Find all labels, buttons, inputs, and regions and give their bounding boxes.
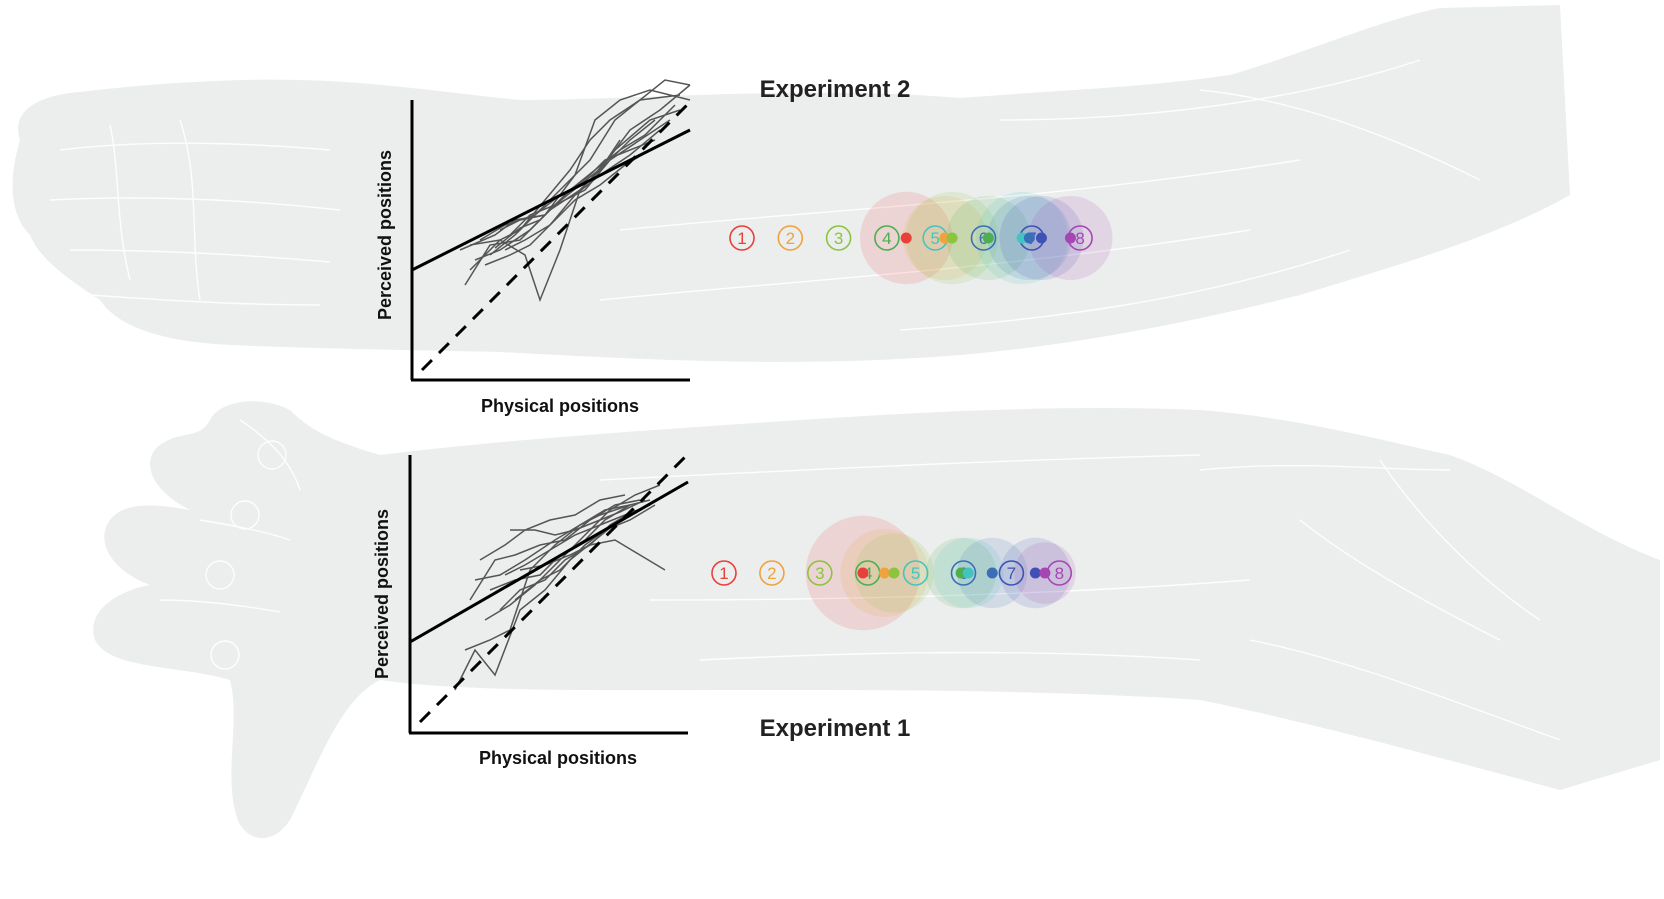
trace <box>489 79 691 256</box>
experiment-2-perceived-position-dots <box>900 232 1076 244</box>
perceived-position-dot-1 <box>857 567 869 579</box>
bottom-arm-silhouette <box>93 401 1661 839</box>
experiment-1-y-axis-label: Perceived positions <box>372 509 392 679</box>
physical-position-ring-1 <box>729 225 755 251</box>
physical-position-ring-1 <box>711 560 737 586</box>
perceived-position-dot-5 <box>962 567 974 579</box>
physical-position-number-2: 2 <box>767 564 776 583</box>
trace <box>484 129 661 266</box>
experiment-2-stimulus-markers: 12345678 <box>729 191 1113 285</box>
experiment-2-title: Experiment 2 <box>760 76 911 103</box>
experiment-1-perceived-position-dots <box>857 567 1051 579</box>
experiment-1-identity-line <box>418 450 692 724</box>
trace <box>510 499 646 536</box>
trace <box>499 509 636 611</box>
physical-position-number-2: 2 <box>786 229 795 248</box>
experiment-2-plot: Physical positions Perceived positions <box>375 79 694 416</box>
perceived-position-dot-1 <box>900 232 912 244</box>
perceived-position-dot-7 <box>1029 567 1041 579</box>
experiment-1-panel: Experiment 1 Physical positions <box>372 450 1076 768</box>
physical-position-ring-2 <box>759 560 785 586</box>
physical-position-ring-2 <box>777 225 804 251</box>
experiment-1-x-axis-label: Physical positions <box>479 748 637 768</box>
physical-position-ring-6 <box>950 560 977 586</box>
top-arm-silhouette <box>12 5 1570 362</box>
physical-position-number-5: 5 <box>911 564 920 583</box>
bottom-arm-contour-lines <box>159 419 1561 741</box>
physical-position-number-7: 7 <box>1007 564 1016 583</box>
experiment-1-title: Experiment 1 <box>760 715 911 742</box>
physical-position-number-3: 3 <box>834 229 843 248</box>
experiment-2-x-axis-label: Physical positions <box>481 396 639 416</box>
trace <box>469 94 681 271</box>
physical-position-ring-6 <box>970 225 997 251</box>
trace <box>474 119 671 261</box>
physical-position-ring-3 <box>825 225 852 251</box>
perceived-position-dot-8 <box>1039 567 1051 579</box>
experiment-1-regression-line <box>409 480 689 644</box>
perceived-position-dot-3 <box>946 232 958 244</box>
perceived-position-dot-6 <box>1023 232 1035 244</box>
experiment-2-identity-line <box>420 98 694 372</box>
physical-position-ring-7 <box>998 560 1025 586</box>
experiment-1-plot: Physical positions Perceived positions <box>372 450 692 768</box>
perceived-position-dot-6 <box>986 567 998 579</box>
trace <box>479 494 626 561</box>
physical-position-number-4: 4 <box>882 229 891 248</box>
trace <box>469 139 621 303</box>
perceived-position-dot-3 <box>888 567 900 579</box>
trace <box>474 504 631 581</box>
experiment-2-perceived-spread-discs <box>860 191 1113 285</box>
perceived-position-dot-4 <box>982 232 994 244</box>
bottom-arm-illustration <box>93 401 1661 839</box>
perceived-position-dot-8 <box>1064 232 1076 244</box>
physical-position-number-1: 1 <box>737 229 746 248</box>
experiment-1-stimulus-markers: 12345678 <box>711 515 1076 631</box>
perceived-position-dot-7 <box>1035 232 1047 244</box>
physical-position-number-8: 8 <box>1075 229 1084 248</box>
physical-position-number-8: 8 <box>1055 564 1064 583</box>
physical-position-ring-5 <box>902 560 929 586</box>
top-arm-illustration <box>12 5 1570 362</box>
top-arm-contour-lines <box>49 59 1481 331</box>
experiment-2-panel: Experiment 2 Physical positions <box>375 76 1113 416</box>
physical-position-number-5: 5 <box>930 229 939 248</box>
perceived-position-dot-2 <box>878 567 890 579</box>
physical-position-ring-3 <box>806 560 833 586</box>
experiment-2-y-axis-label: Perceived positions <box>375 150 395 320</box>
physical-position-number-3: 3 <box>815 564 824 583</box>
physical-position-number-1: 1 <box>719 564 728 583</box>
experiment-2-regression-line <box>411 128 691 272</box>
trace <box>514 504 656 601</box>
physical-position-ring-4 <box>874 225 900 251</box>
trace <box>499 104 676 231</box>
